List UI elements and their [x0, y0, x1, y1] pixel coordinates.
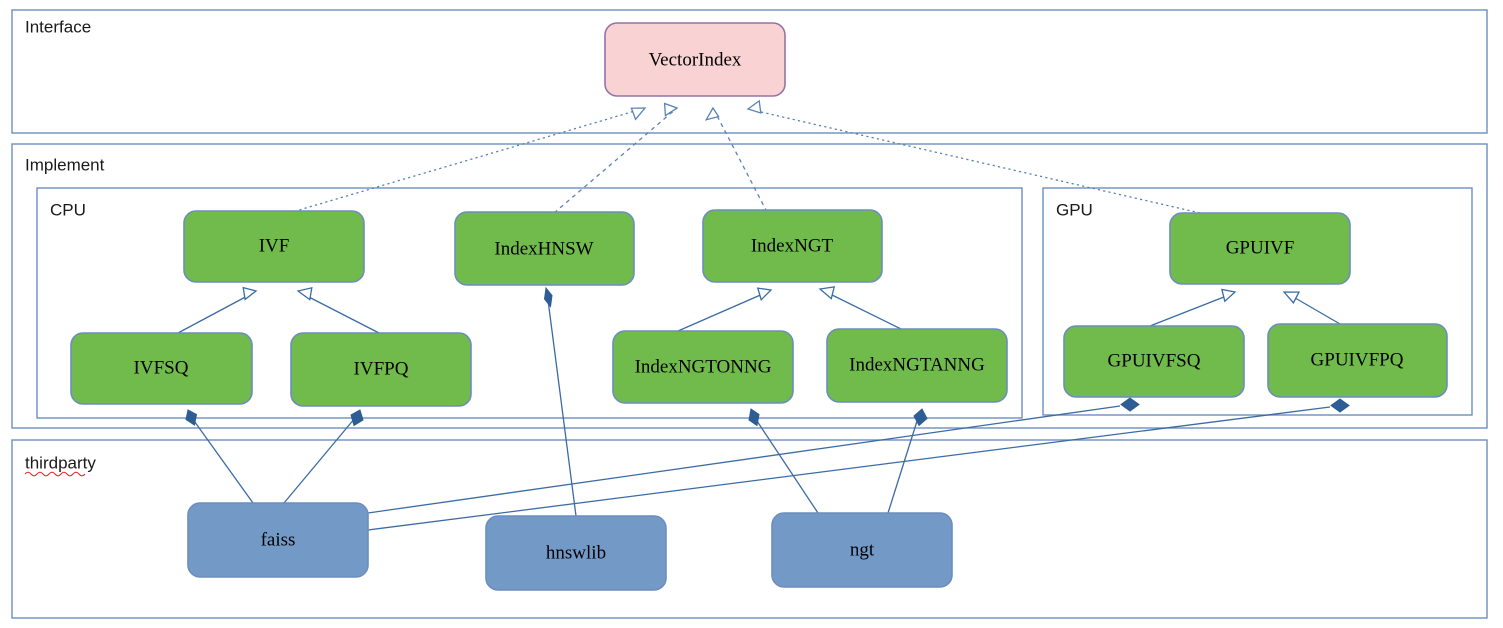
node-label-gpuivfsq: GPUIVFSQ: [1108, 350, 1201, 371]
edge-ivf-to-vectorindex[interactable]: [288, 107, 647, 214]
node-indexngtonng[interactable]: IndexNGTONNG: [612, 330, 794, 404]
container-label-interface: Interface: [25, 17, 91, 36]
node-label-gpuivfpq: GPUIVFPQ: [1311, 349, 1404, 370]
edge-ivfpq-to-ivf[interactable]: [296, 286, 380, 334]
node-ivfsq[interactable]: IVFSQ: [70, 332, 253, 405]
node-label-hnswlib: hnswlib: [546, 542, 606, 563]
node-hnswlib[interactable]: hnswlib: [485, 515, 667, 591]
node-label-indexhnsw: IndexHNSW: [494, 238, 593, 259]
node-gpuivfsq[interactable]: GPUIVFSQ: [1063, 325, 1245, 398]
edge-faiss-to-ivfpq[interactable]: [283, 409, 364, 504]
node-label-vectorindex: VectorIndex: [649, 49, 742, 70]
node-indexngtanng[interactable]: IndexNGTANNG: [826, 328, 1008, 403]
edge-faiss-to-gpuivfpq[interactable]: [367, 398, 1350, 531]
node-gpuivf[interactable]: GPUIVF: [1169, 212, 1351, 285]
node-label-indexngtanng: IndexNGTANNG: [849, 354, 985, 375]
node-ngt[interactable]: ngt: [771, 512, 953, 588]
node-label-indexngtonng: IndexNGTONNG: [635, 356, 772, 377]
edge-indexngtonng-to-indexngt[interactable]: [677, 287, 773, 332]
container-label-implement: Implement: [25, 155, 105, 174]
edge-indexngt-to-vectorindex[interactable]: [704, 106, 768, 213]
node-label-ivfsq: IVFSQ: [134, 357, 189, 378]
node-gpuivfpq[interactable]: GPUIVFPQ: [1267, 323, 1448, 398]
edge-gpuivfsq-to-gpuivf[interactable]: [1149, 288, 1237, 327]
node-label-faiss: faiss: [261, 529, 296, 550]
node-ivf[interactable]: IVF: [183, 210, 365, 283]
node-indexngt[interactable]: IndexNGT: [702, 209, 883, 283]
edge-faiss-to-gpuivfsq[interactable]: [367, 397, 1140, 514]
node-label-ngt: ngt: [850, 539, 875, 560]
edge-hnswlib-to-indexhnsw[interactable]: [543, 286, 577, 517]
node-label-ivf: IVF: [259, 235, 290, 256]
node-indexhnsw[interactable]: IndexHNSW: [454, 211, 635, 286]
spellcheck-underline-icon: [24, 471, 86, 477]
edge-indexngtanng-to-indexngt[interactable]: [818, 286, 902, 330]
node-vectorindex[interactable]: VectorIndex: [604, 22, 786, 97]
edge-ngt-to-indexngtanng[interactable]: [887, 408, 928, 514]
edge-ivfsq-to-ivf[interactable]: [177, 286, 258, 334]
node-label-gpuivf: GPUIVF: [1226, 237, 1295, 258]
node-faiss[interactable]: faiss: [187, 502, 369, 578]
container-label-thirdparty: thirdparty: [25, 453, 96, 472]
edge-ngt-to-indexngtonng[interactable]: [748, 408, 819, 514]
edge-gpuivfpq-to-gpuivf[interactable]: [1282, 291, 1341, 325]
node-label-indexngt: IndexNGT: [751, 235, 834, 256]
edge-gpuivf-to-vectorindex[interactable]: [746, 99, 1201, 214]
edge-faiss-to-ivfsq[interactable]: [185, 409, 254, 504]
container-label-gpu: GPU: [1056, 200, 1093, 219]
node-label-ivfpq: IVFPQ: [354, 358, 409, 379]
container-label-cpu: CPU: [50, 200, 86, 219]
edge-indexhnsw-to-vectorindex[interactable]: [553, 102, 679, 214]
node-ivfpq[interactable]: IVFPQ: [290, 332, 472, 407]
